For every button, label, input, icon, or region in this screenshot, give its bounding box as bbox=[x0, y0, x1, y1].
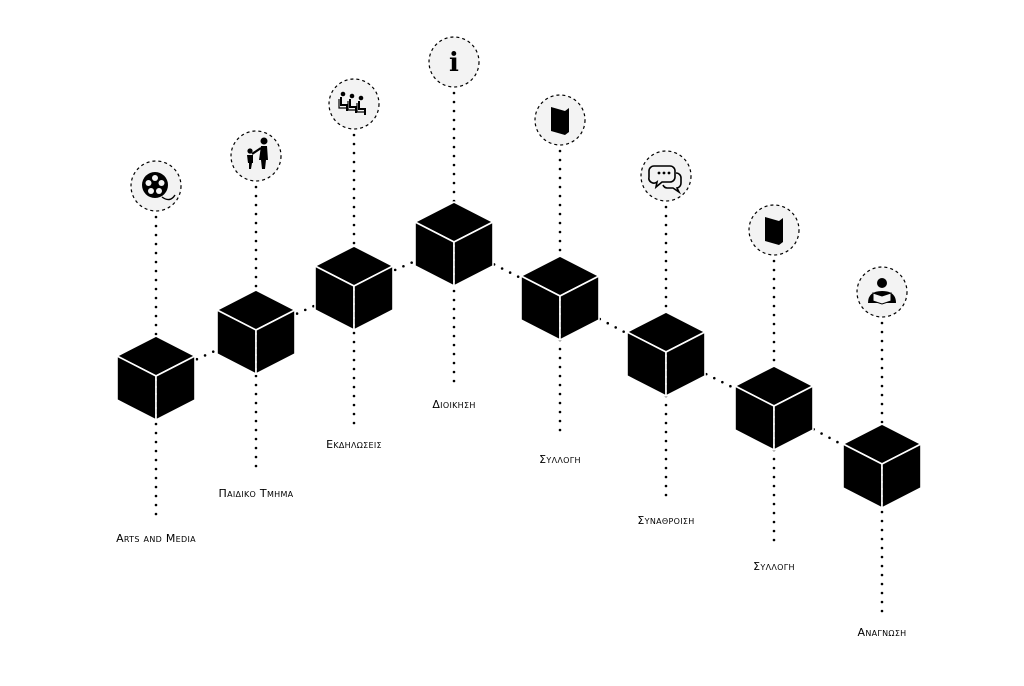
node-label-gathering: Συναθροιση bbox=[637, 514, 695, 527]
cube-7 bbox=[842, 423, 922, 509]
book-icon bbox=[534, 94, 586, 146]
cube-right-face bbox=[255, 309, 296, 375]
node-label-collection-1: Συλλογη bbox=[539, 453, 581, 466]
cube-3 bbox=[414, 201, 494, 287]
node-label-arts-and-media: Arts and Media bbox=[116, 532, 196, 545]
speech-bubbles-icon bbox=[640, 150, 692, 202]
cube-1 bbox=[216, 289, 296, 375]
icon-circle bbox=[230, 130, 282, 182]
node-label-children-section: Παιδικο Τμημα bbox=[218, 487, 294, 500]
cube-right-face bbox=[665, 331, 706, 397]
node-label-events: Εκδηλωσεις bbox=[326, 438, 382, 451]
icon-circle bbox=[428, 36, 480, 88]
icon-circles: i bbox=[130, 36, 908, 318]
cube-right-face bbox=[881, 443, 922, 509]
node-label-reading: Αναγνωση bbox=[857, 626, 907, 639]
cube-0 bbox=[116, 335, 196, 421]
cube-right-face bbox=[559, 275, 600, 341]
audience-seats-icon bbox=[328, 78, 380, 130]
node-label-administration: Διοικηση bbox=[432, 398, 476, 411]
cube-6 bbox=[734, 365, 814, 451]
cube-right-face bbox=[353, 265, 394, 331]
cube-5 bbox=[626, 311, 706, 397]
cube-right-face bbox=[155, 355, 196, 421]
cubes bbox=[116, 201, 922, 509]
cube-right-face bbox=[453, 221, 494, 287]
cube-right-face bbox=[773, 385, 814, 451]
film-reel-icon bbox=[130, 160, 182, 212]
svg-text:i: i bbox=[449, 48, 459, 78]
book-icon bbox=[748, 204, 800, 256]
reader-icon bbox=[856, 266, 908, 318]
info-icon: i bbox=[428, 36, 480, 88]
node-label-collection-2: Συλλογη bbox=[753, 560, 795, 573]
adult-child-icon bbox=[230, 130, 282, 182]
cube-2 bbox=[314, 245, 394, 331]
icon-circle bbox=[328, 78, 380, 130]
cube-4 bbox=[520, 255, 600, 341]
